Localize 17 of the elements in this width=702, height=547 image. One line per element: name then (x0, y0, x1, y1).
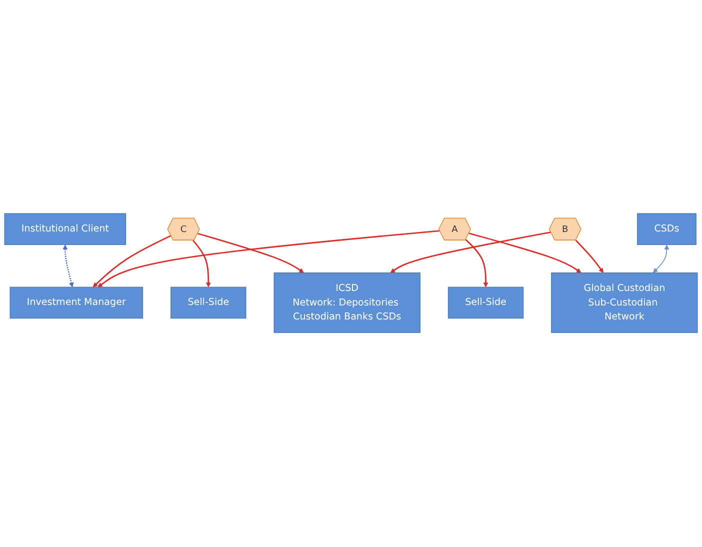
node-box: Investment Manager (10, 287, 144, 319)
node-box: Global Custodian Sub-Custodian Network (551, 272, 698, 334)
arrow (575, 240, 604, 274)
node-box: CSDs (637, 214, 696, 246)
node-box: Sell-Side (448, 287, 524, 319)
arrow (652, 245, 670, 274)
arrow (192, 240, 211, 288)
arrow (92, 235, 172, 288)
arrow (98, 230, 440, 288)
arrow (465, 240, 488, 288)
node-box: ICSD Network: Depositories Custodian Banks CSDs (274, 272, 420, 334)
arrow (197, 233, 304, 274)
arrow (62, 245, 74, 288)
arrow (468, 233, 582, 274)
node-box: Sell-Side (170, 287, 246, 319)
arrow (390, 232, 552, 274)
node-box: Institutional Client (4, 214, 126, 246)
